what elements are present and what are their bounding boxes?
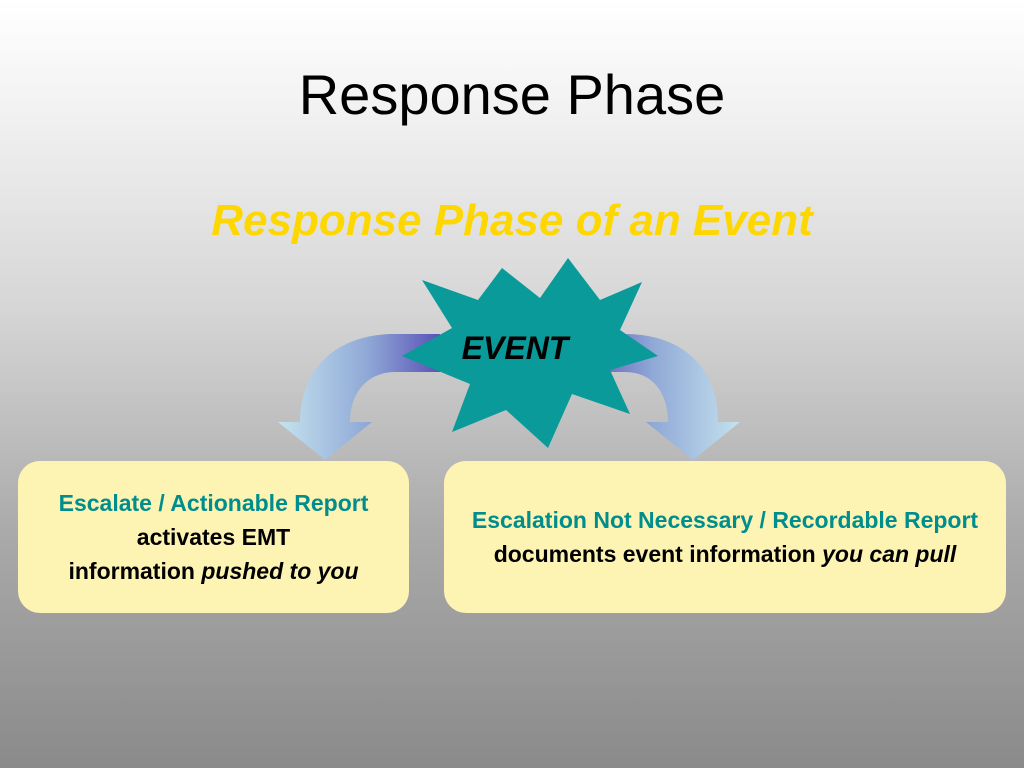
escalate-line-3: information pushed to you bbox=[68, 554, 358, 588]
not-necessary-box: Escalation Not Necessary / Recordable Re… bbox=[444, 461, 1006, 613]
escalate-heading: Escalate / Actionable Report bbox=[58, 490, 369, 516]
slide-subtitle: Response Phase of an Event bbox=[211, 196, 813, 245]
escalate-line-3-italic: pushed to you bbox=[201, 558, 359, 584]
escalate-box: Escalate / Actionable Report activates E… bbox=[18, 461, 409, 613]
slide-title: Response Phase bbox=[298, 63, 726, 126]
not-necessary-heading: Escalation Not Necessary / Recordable Re… bbox=[471, 507, 979, 533]
event-label: EVENT bbox=[461, 330, 569, 366]
escalate-line-2: activates EMT bbox=[136, 524, 291, 550]
escalate-line-3-plain: information bbox=[68, 558, 202, 584]
event-starburst bbox=[402, 258, 658, 448]
left-curved-arrow bbox=[278, 334, 440, 460]
not-necessary-line-2-plain: documents event information bbox=[493, 541, 823, 567]
not-necessary-line-2-italic: you can pull bbox=[822, 541, 957, 567]
not-necessary-line-2: documents event information you can pull bbox=[494, 537, 957, 571]
